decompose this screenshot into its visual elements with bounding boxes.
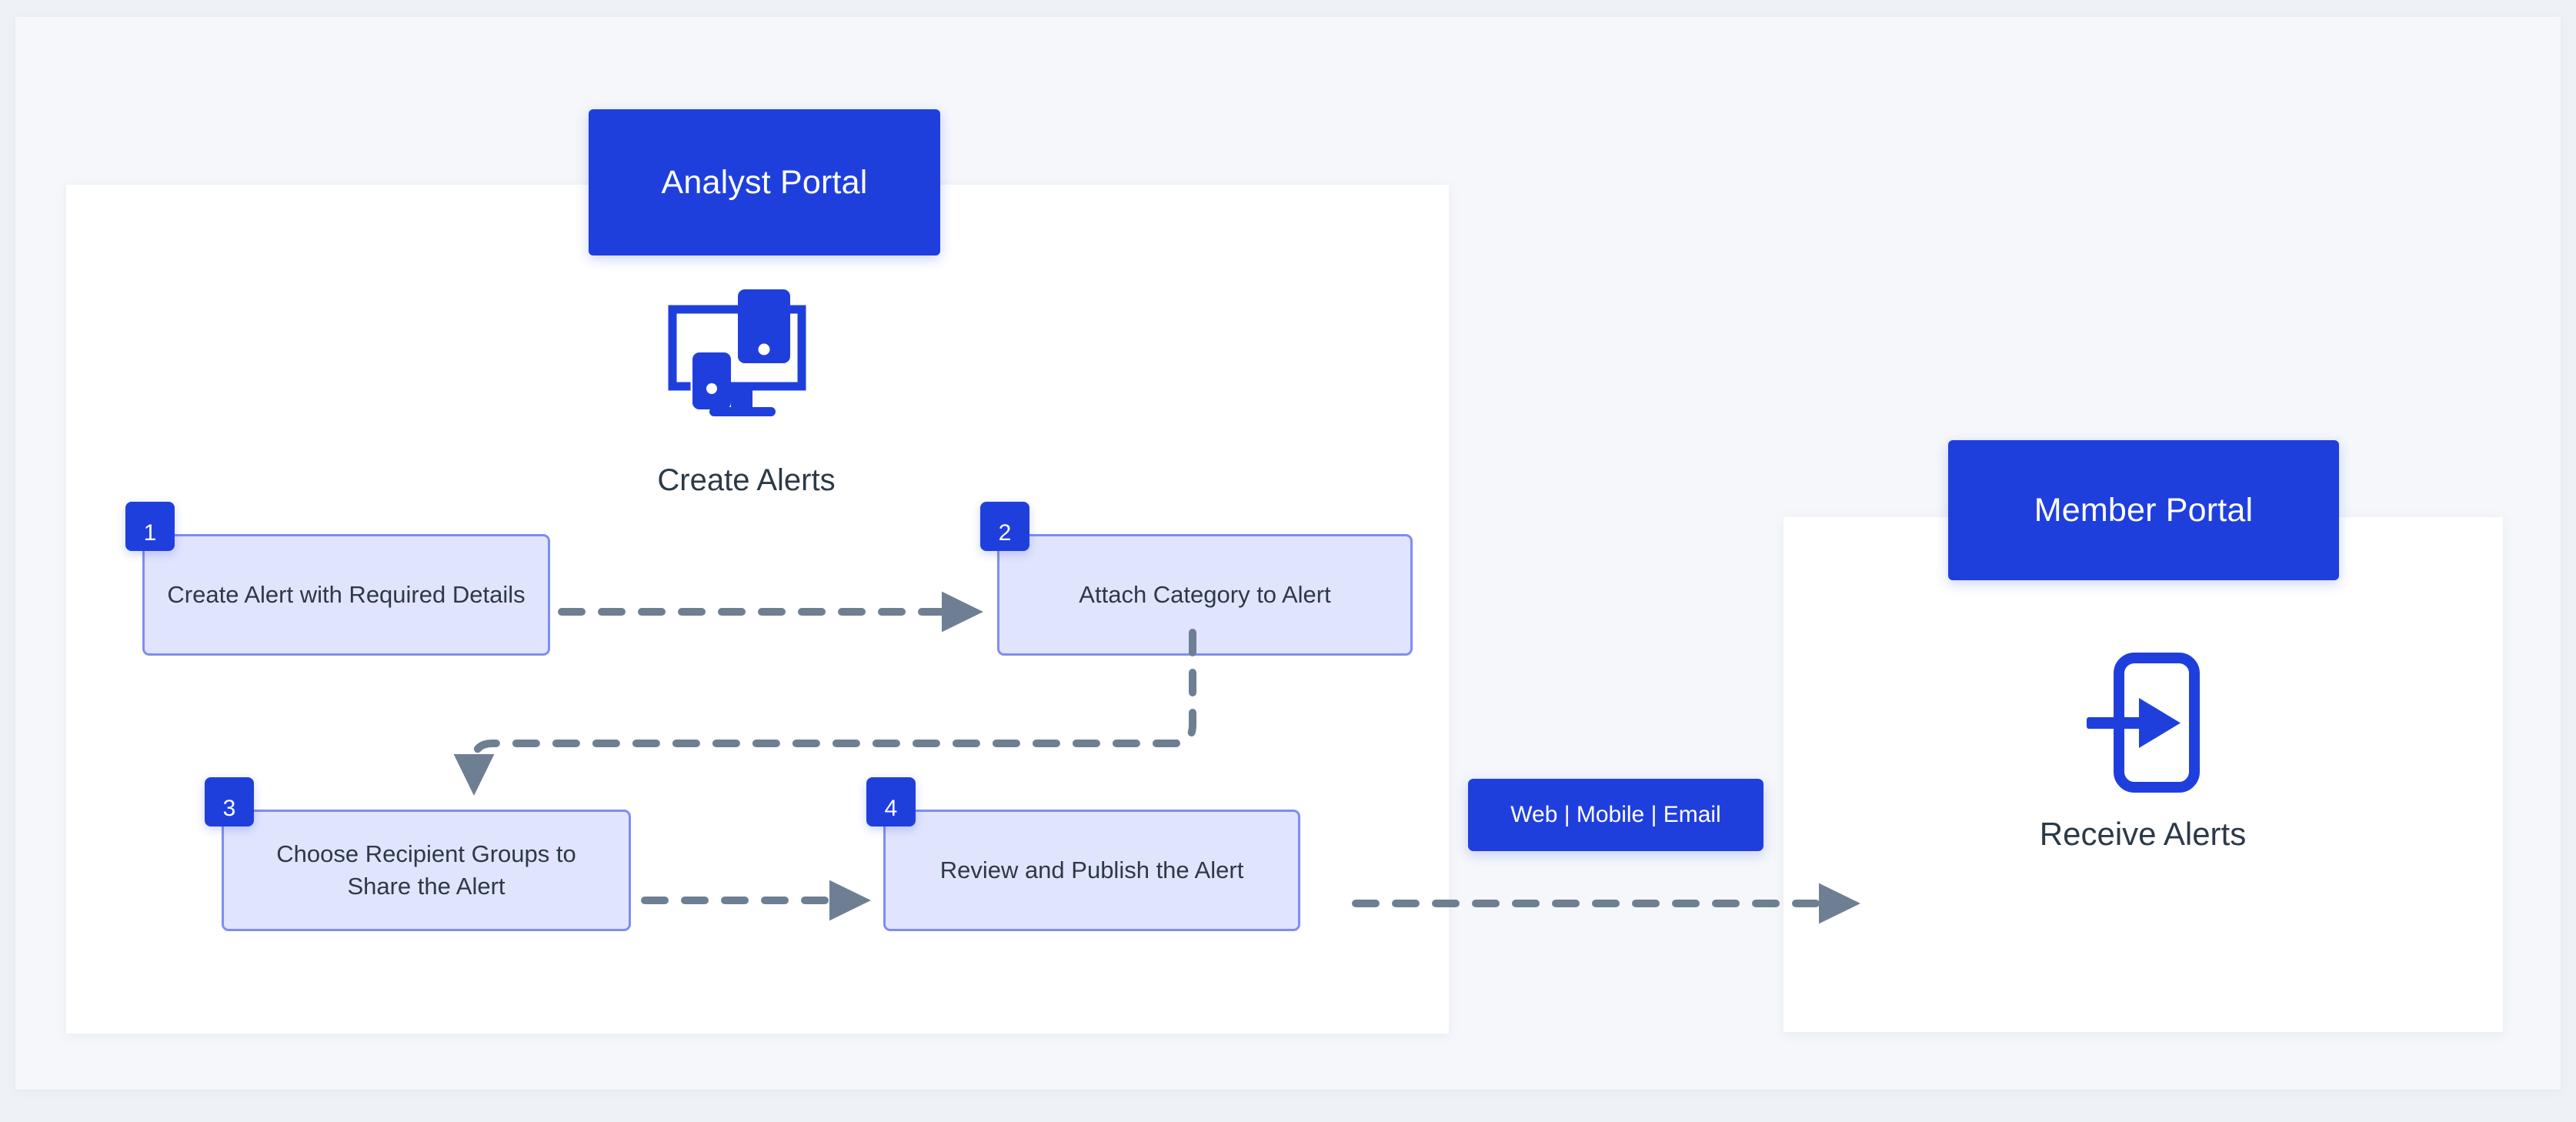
step-4-box[interactable]: Review and Publish the Alert	[883, 810, 1300, 931]
step-3-label: Choose Recipient Groups to Share the Ale…	[276, 840, 576, 900]
delivery-channel-label: Web | Mobile | Email	[1510, 802, 1721, 827]
login-arrow-into-device-icon	[2087, 653, 2200, 793]
analyst-portal-title-chip[interactable]: Analyst Portal	[589, 109, 940, 255]
step-2-box[interactable]: Attach Category to Alert	[997, 534, 1413, 656]
receive-alerts-label: Receive Alerts	[2039, 816, 2247, 852]
step-3-number: 3	[222, 796, 236, 821]
step-1-label: Create Alert with Required Details	[167, 580, 526, 608]
step-2-number: 2	[998, 520, 1012, 546]
create-alerts-hero: Create Alerts	[600, 288, 893, 498]
step-2-label: Attach Category to Alert	[1079, 580, 1331, 608]
delivery-channel-chip[interactable]: Web | Mobile | Email	[1468, 779, 1763, 851]
step-3-number-badge: 3	[205, 777, 254, 826]
diagram-frame: Analyst Portal Create Alerts	[15, 17, 2561, 1090]
step-3-box[interactable]: Choose Recipient Groups to Share the Ale…	[222, 810, 631, 931]
step-2-number-badge: 2	[980, 502, 1029, 551]
create-alerts-label: Create Alerts	[657, 463, 836, 497]
desktop-mobile-devices-icon	[668, 289, 806, 416]
receive-alerts-hero: Receive Alerts	[1997, 652, 2289, 853]
member-portal-title-chip[interactable]: Member Portal	[1948, 440, 2339, 580]
member-portal-title-label: Member Portal	[2034, 491, 2254, 529]
step-4-number: 4	[884, 796, 898, 821]
step-4-number-badge: 4	[866, 777, 916, 826]
step-1-number: 1	[143, 520, 157, 546]
step-1-box[interactable]: Create Alert with Required Details	[142, 534, 550, 656]
member-portal-panel	[1784, 517, 2503, 1032]
step-1-number-badge: 1	[125, 502, 175, 551]
analyst-portal-title-label: Analyst Portal	[661, 163, 868, 201]
step-4-label: Review and Publish the Alert	[939, 856, 1244, 883]
